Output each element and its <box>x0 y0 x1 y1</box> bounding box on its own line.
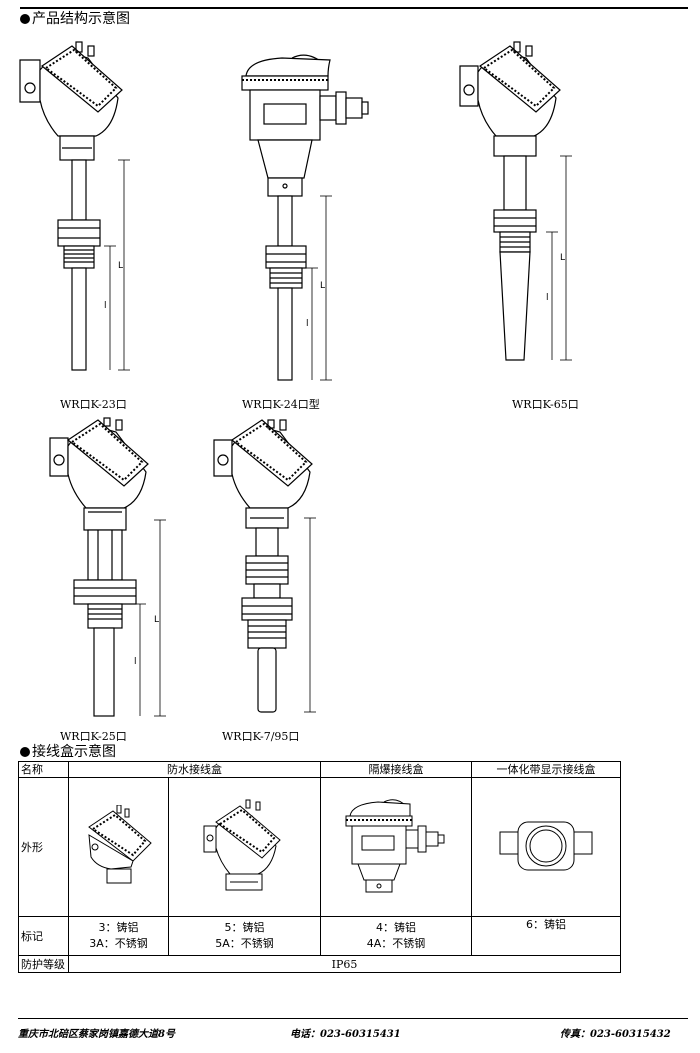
top-rule <box>20 7 688 9</box>
dim-label-l: l <box>104 301 107 311</box>
mark-3a-stainless: 3A：不锈钢 <box>89 937 148 950</box>
row-label-shape: 外形 <box>18 777 69 917</box>
diagram-wrk-25: L l <box>49 417 166 717</box>
bullet-icon <box>20 747 30 757</box>
diagram-wrk-24: L l <box>241 54 369 381</box>
mark-cell-4: 6：铸铝 <box>471 916 621 956</box>
dim-label-L: L <box>560 253 565 263</box>
mark-cell-2: 5：铸铝 5A：不锈钢 <box>168 916 321 956</box>
row-label-mark: 标记 <box>18 916 69 956</box>
shape-cell-1 <box>68 777 169 917</box>
table-row-mark: 标记 3：铸铝 3A：不锈钢 5：铸铝 5A：不锈钢 4：铸铝 4A：不锈钢 6… <box>18 916 621 956</box>
shape-cell-4 <box>471 777 621 917</box>
junction-box-6-image <box>499 821 593 870</box>
dim-label-l: l <box>134 657 137 667</box>
mark-4a-stainless: 4A：不锈钢 <box>366 937 426 950</box>
model-label-wrk-25: WR口K-25口 <box>60 730 127 743</box>
header-waterproof: 防水接线盒 <box>68 761 321 778</box>
model-label-wrk-23: WR口K-23口 <box>60 398 127 411</box>
junction-box-4-image <box>345 798 445 892</box>
junction-box-3-image <box>87 804 152 883</box>
header-explosion: 隔爆接线盒 <box>320 761 472 778</box>
dim-label-L: L <box>154 615 159 625</box>
row-label-protection: 防护等级 <box>18 955 69 973</box>
table-row-protection: 防护等级 IP65 <box>18 955 621 973</box>
mark-3-cast-aluminum: 3：铸铝 <box>98 921 139 934</box>
dim-label-l: l <box>546 293 549 303</box>
table-header-row: 名称 防水接线盒 隔爆接线盒 一体化带显示接线盒 <box>18 761 621 778</box>
footer-phone: 电话：023-60315431 <box>290 1029 401 1040</box>
diagram-wrk-7-95 <box>213 419 316 713</box>
footer-address: 重庆市北碚区蔡家岗镇嘉德大道8号 <box>18 1029 175 1040</box>
model-label-wrk-65: WR口K-65口 <box>512 398 579 411</box>
mark-4-cast-aluminum: 4：铸铝 <box>376 921 416 934</box>
shape-cell-3 <box>320 777 472 917</box>
dim-label-L: L <box>320 281 325 291</box>
mark-5-cast-aluminum: 5：铸铝 <box>224 921 265 934</box>
footer-fax: 传真：023-60315432 <box>560 1029 671 1040</box>
section-title-junction-box: 接线盒示意图 <box>20 744 116 760</box>
model-label-wrk-24: WR口K-24口型 <box>242 398 320 411</box>
shape-cell-2 <box>168 777 321 917</box>
mark-5a-stainless: 5A：不锈钢 <box>215 937 274 950</box>
diagram-wrk-65: L l <box>459 41 572 361</box>
dim-label-l: l <box>306 319 309 329</box>
footer-rule <box>18 1018 688 1019</box>
mark-cell-3: 4：铸铝 4A：不锈钢 <box>320 916 472 956</box>
dim-label-L: L <box>118 261 123 271</box>
table-row-shape: 外形 <box>18 777 621 917</box>
model-label-wrk-7-95: WR口K-7/95口 <box>222 730 300 743</box>
header-name: 名称 <box>18 761 69 778</box>
junction-box-table: 名称 防水接线盒 隔爆接线盒 一体化带显示接线盒 外形 <box>18 761 621 973</box>
section-title-structure: 产品结构示意图 <box>20 11 130 27</box>
diagram-wrk-23: L l <box>19 41 130 371</box>
bullet-icon <box>20 14 30 24</box>
junction-box-5-image <box>203 799 281 890</box>
header-display: 一体化带显示接线盒 <box>471 761 621 778</box>
protection-value: IP65 <box>68 955 621 973</box>
mark-cell-1: 3：铸铝 3A：不锈钢 <box>68 916 169 956</box>
mark-6-cast-aluminum: 6：铸铝 <box>526 918 566 931</box>
